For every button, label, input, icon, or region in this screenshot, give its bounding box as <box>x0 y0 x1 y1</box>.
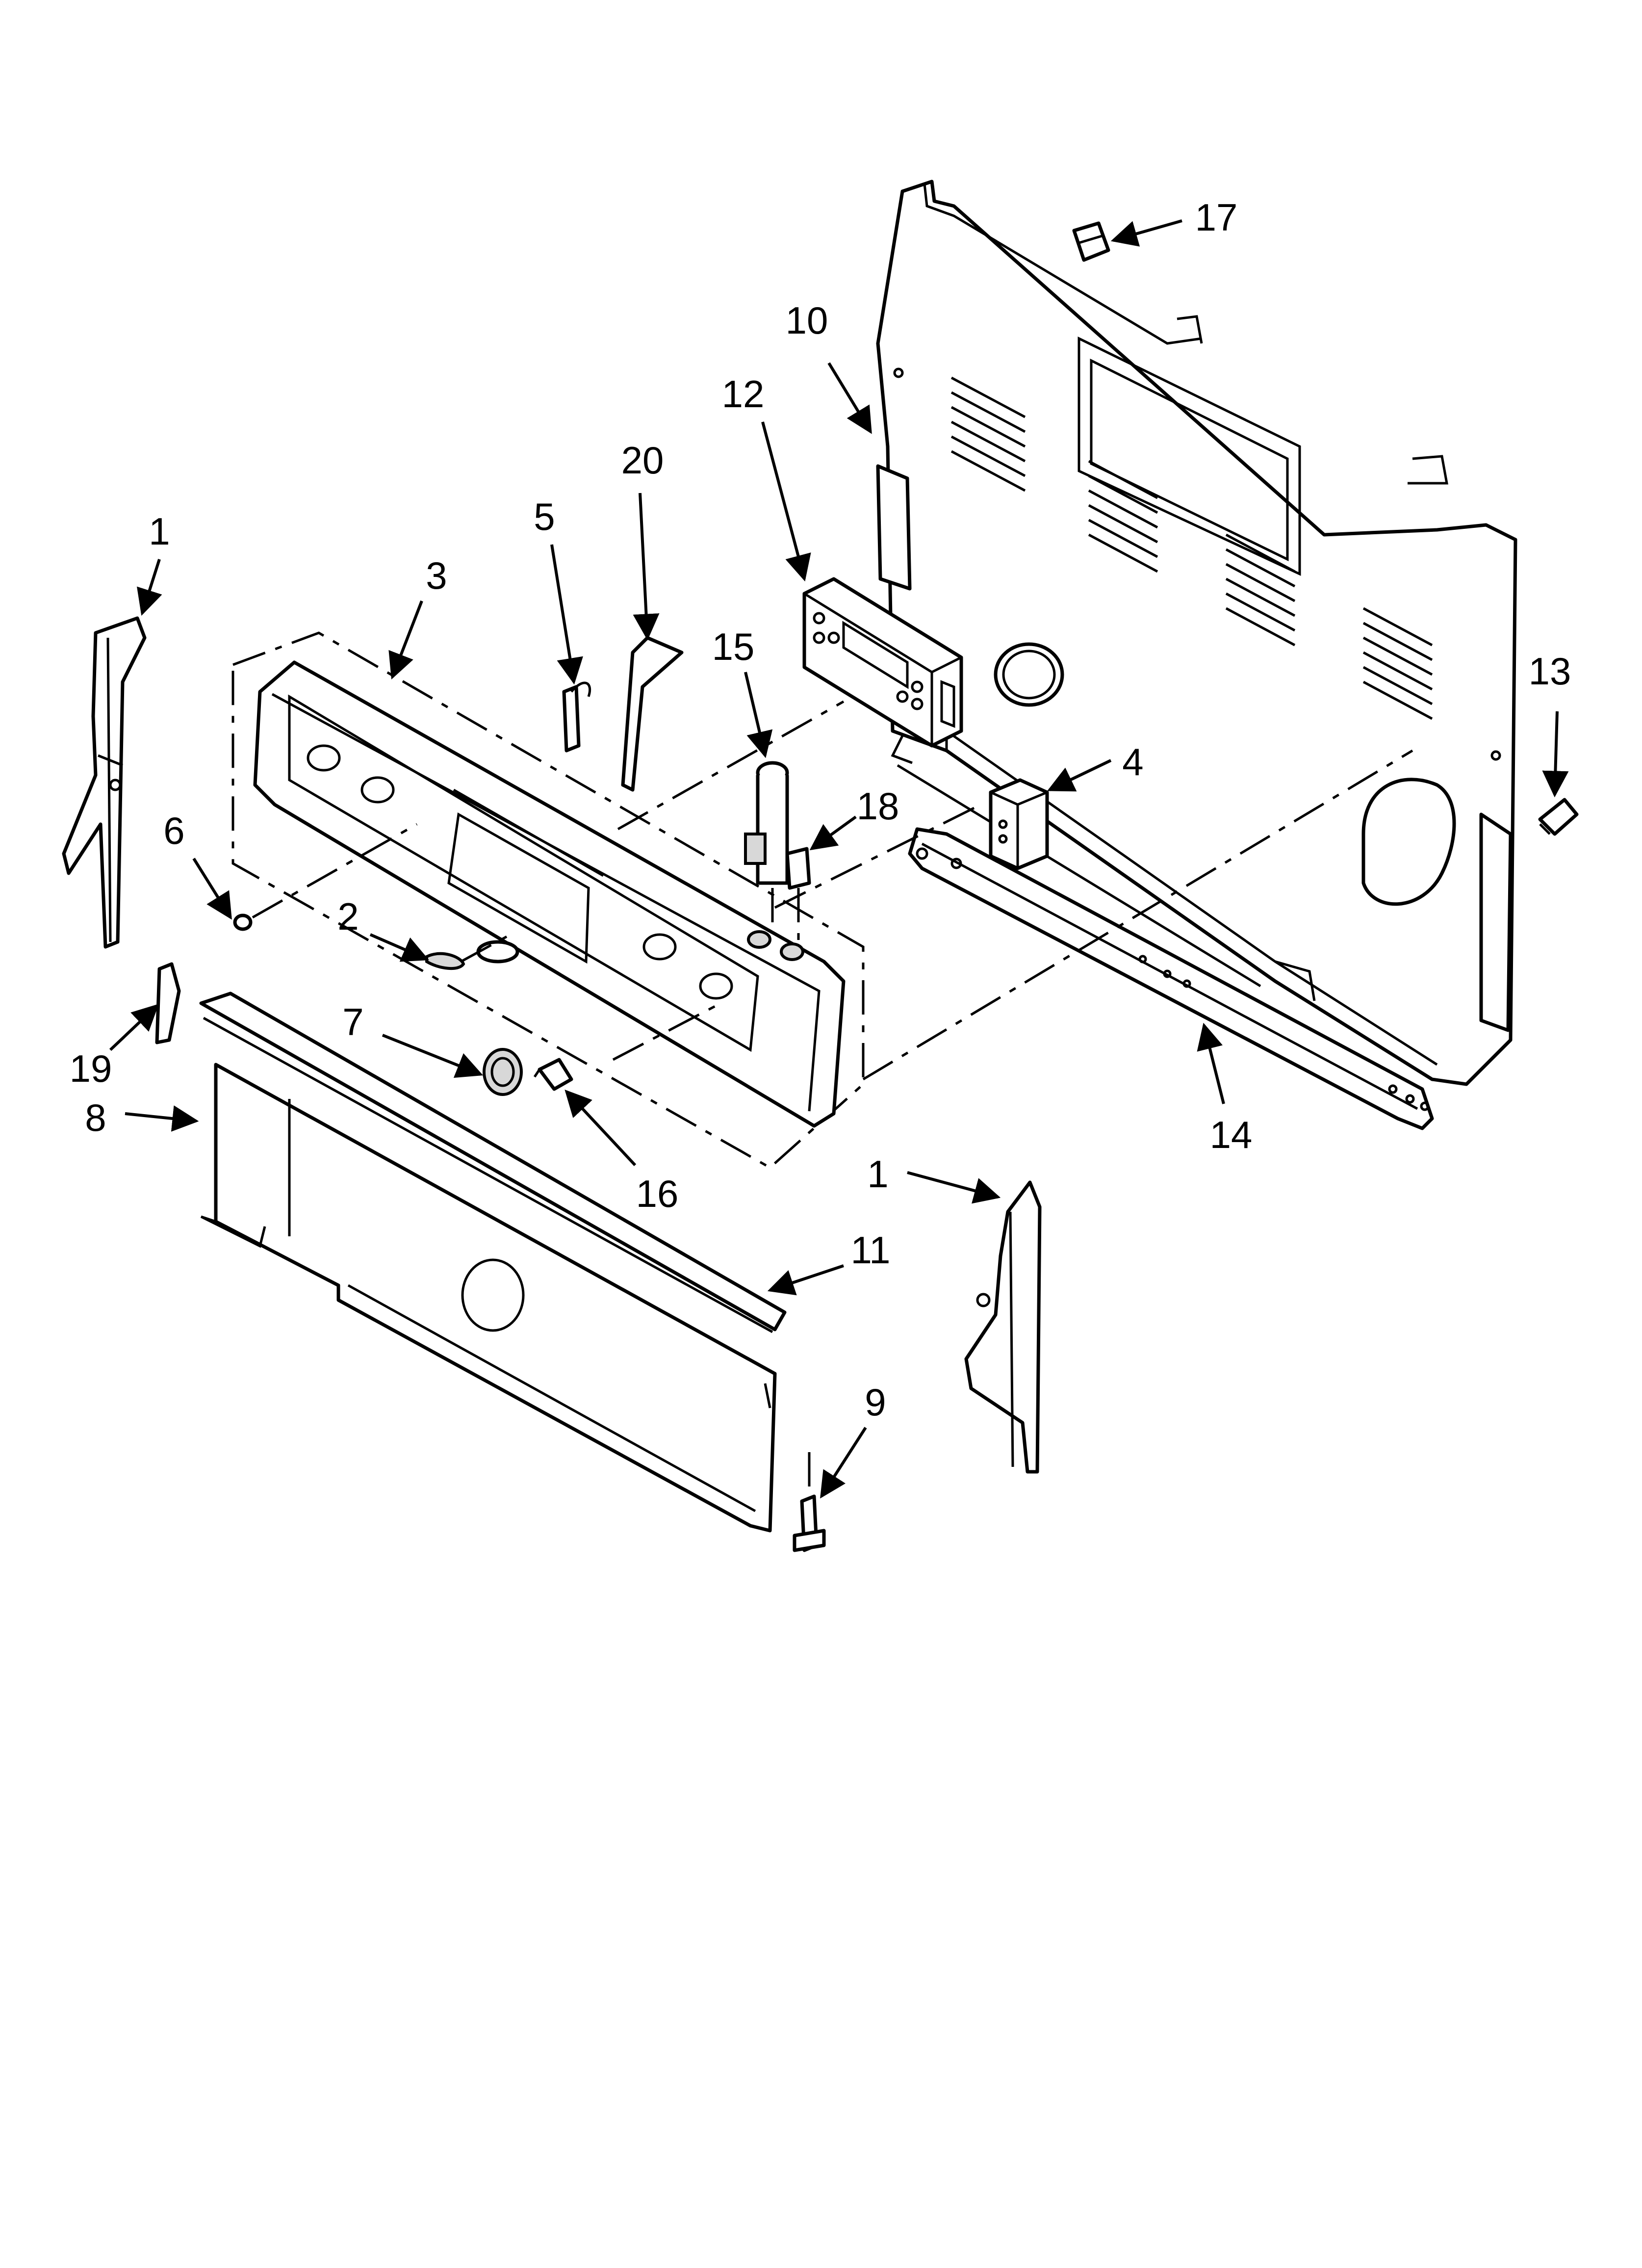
callout-10: 10 <box>786 299 828 342</box>
part-8-lower-panel <box>200 1063 777 1533</box>
callout-12: 12 <box>722 372 765 416</box>
callout-19: 19 <box>70 1047 112 1090</box>
callout-2: 2 <box>337 895 359 938</box>
callout-3: 3 <box>426 554 447 597</box>
leader-lines <box>109 219 1569 1499</box>
part-19-bracket <box>155 962 181 1044</box>
part-1-left-end-cap <box>62 616 147 949</box>
part-13-screw <box>1538 798 1579 836</box>
callout-14: 14 <box>1210 1113 1253 1156</box>
callout-labels: 1 1 2 3 4 5 6 7 8 9 10 11 12 13 14 15 16… <box>70 196 1571 1424</box>
part-15-switch <box>744 761 789 947</box>
part-10-rear-panel <box>876 180 1517 1086</box>
callout-17: 17 <box>1195 196 1238 239</box>
callout-9: 9 <box>865 1381 886 1424</box>
assembly-lines <box>460 700 1413 1081</box>
part-4-terminal-block <box>989 778 1049 870</box>
part-14-support-rail <box>908 827 1434 1130</box>
part-11-trim-strip <box>199 991 787 1333</box>
callout-18: 18 <box>857 784 899 828</box>
part-12-electronic-control <box>802 577 963 764</box>
part-9-screw <box>793 1452 826 1552</box>
part-2-badge <box>425 952 465 970</box>
part-18-indicator <box>785 847 811 947</box>
callout-1-left: 1 <box>149 510 170 553</box>
part-16-screw <box>533 1058 573 1091</box>
callout-15: 15 <box>712 625 755 668</box>
callout-11: 11 <box>851 1228 891 1272</box>
part-17-clip <box>1072 221 1110 262</box>
callout-4: 4 <box>1122 740 1143 783</box>
callout-6: 6 <box>163 809 184 852</box>
part-3-control-panel <box>231 631 865 1170</box>
callout-5: 5 <box>534 495 555 538</box>
callout-8: 8 <box>85 1096 106 1139</box>
callout-1-right: 1 <box>867 1152 888 1196</box>
part-7-knob <box>483 1048 523 1096</box>
callout-7: 7 <box>342 1000 363 1043</box>
callout-20: 20 <box>621 439 664 482</box>
part-1-right-end-cap <box>964 1180 1042 1474</box>
part-20-bracket <box>621 636 684 792</box>
callout-13: 13 <box>1529 650 1571 693</box>
part-6-screw <box>233 823 418 931</box>
part-5-wire-harness <box>562 681 591 753</box>
callout-16: 16 <box>636 1172 679 1215</box>
